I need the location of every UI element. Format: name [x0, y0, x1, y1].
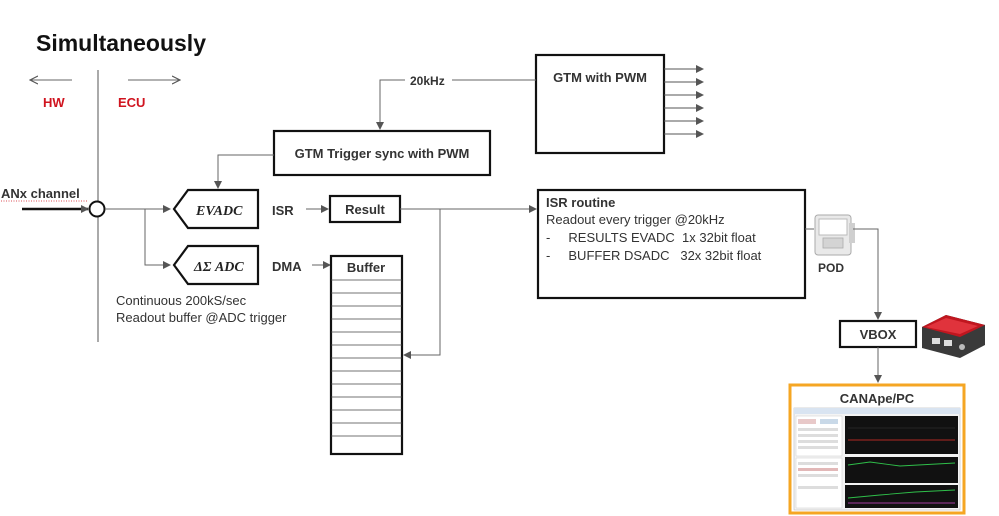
pod-device-icon — [814, 214, 855, 256]
gtm-trigger-box — [272, 129, 492, 177]
link-isr-to-buffer — [403, 209, 441, 359]
pwm-output-arrows — [664, 65, 704, 138]
link-freq-to-trigger — [376, 79, 405, 130]
result-box — [328, 194, 402, 224]
dma-link-label: DMA — [272, 259, 302, 274]
isr-routine-title: ISR routine — [546, 195, 615, 210]
gtm-trigger-label: GTM Trigger sync with PWM — [295, 146, 470, 161]
page-title: Simultaneously — [36, 30, 206, 56]
buffer-box — [329, 254, 404, 456]
buffer-label: Buffer — [347, 260, 385, 275]
freq-label: 20kHz — [410, 74, 445, 88]
isr-routine-box — [536, 188, 807, 300]
vbox-label: VBOX — [860, 327, 897, 342]
isr-routine-line-3: - BUFFER DSADC 32x 32bit float — [546, 248, 762, 263]
dsadc-note-line-1: Continuous 200kS/sec — [116, 293, 247, 308]
isr-routine-line-1: Readout every trigger @20kHz — [546, 212, 725, 227]
ecu-label: ECU — [118, 95, 145, 110]
isr-link-label: ISR — [272, 203, 294, 218]
gtm-pwm-box — [534, 53, 666, 155]
dsadc-label: ΔΣ ADC — [193, 260, 244, 275]
input-channel-label: ANx channel — [1, 186, 80, 201]
gtm-pwm-label: GTM with PWM — [553, 70, 647, 85]
evadc-label: EVADC — [195, 204, 243, 219]
dsadc-block — [172, 244, 260, 286]
link-pod-to-vbox — [853, 228, 882, 320]
link-trigger-to-evadc — [214, 154, 274, 189]
dsadc-note-line-2: Readout buffer @ADC trigger — [116, 310, 287, 325]
pod-label: POD — [818, 261, 844, 275]
canape-screenshot — [793, 407, 961, 511]
vbox-device-icon — [922, 315, 985, 358]
hw-label: HW — [43, 95, 65, 110]
isr-routine-line-2: - RESULTS EVADC 1x 32bit float — [546, 230, 756, 245]
link-node-to-dsadc — [144, 209, 171, 269]
evadc-block — [172, 188, 260, 230]
result-label: Result — [345, 202, 385, 217]
canape-label: CANApe/PC — [840, 391, 915, 406]
input-node — [88, 200, 106, 218]
